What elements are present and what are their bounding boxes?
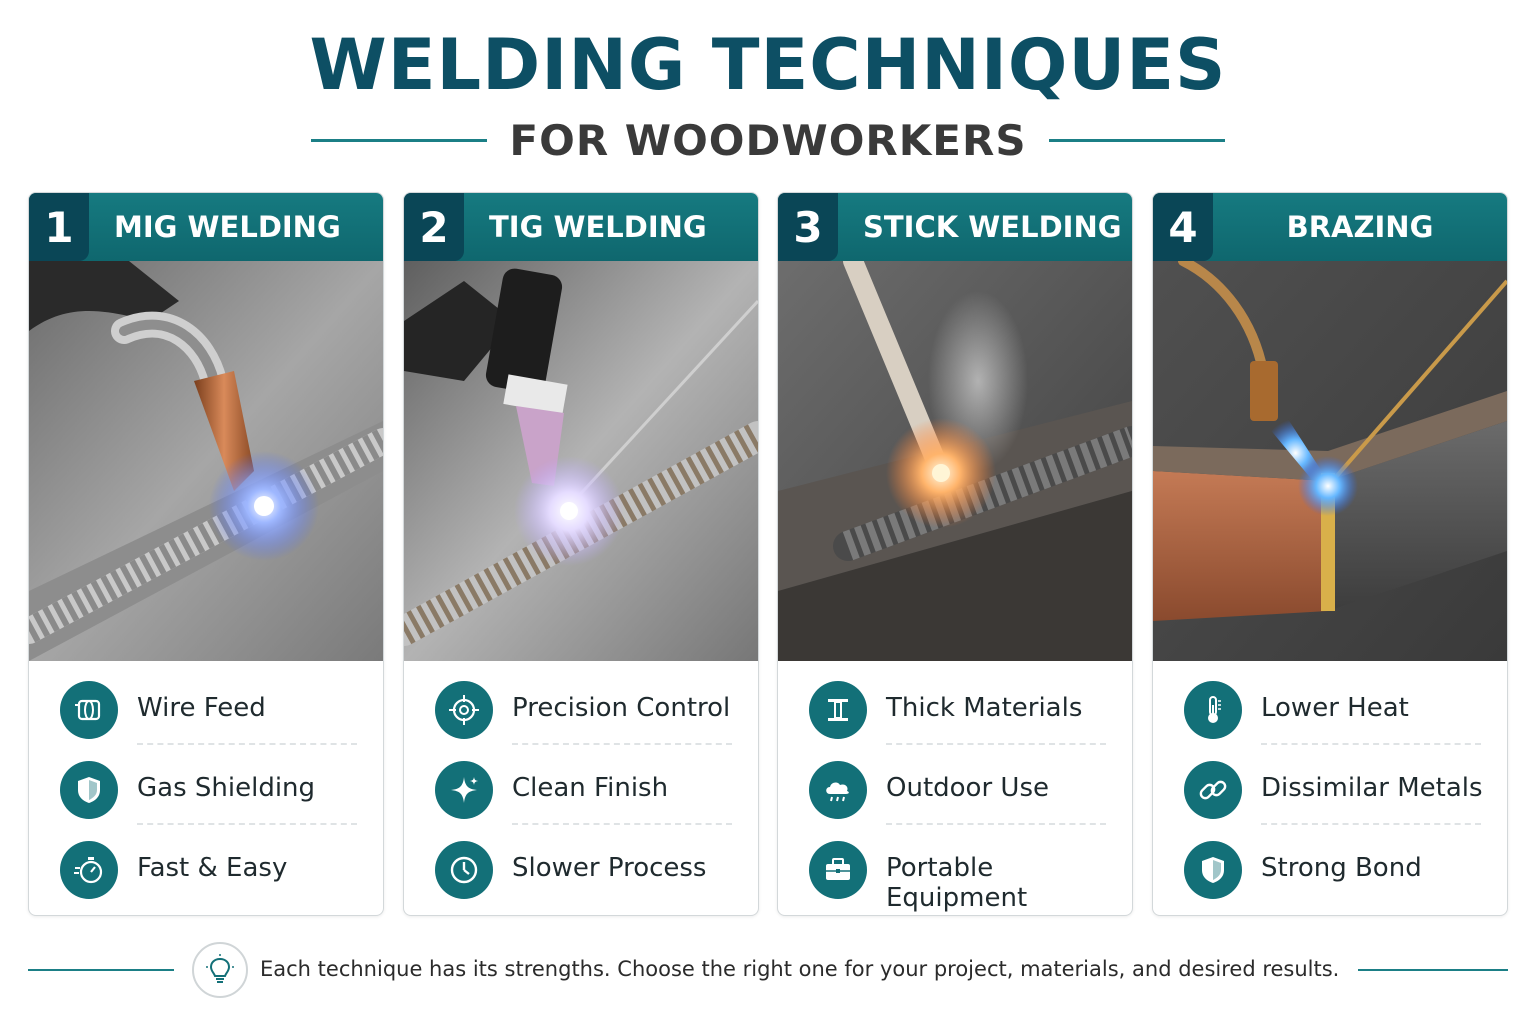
card-title: STICK WELDING bbox=[863, 210, 1122, 244]
feature-item: Thick Materials bbox=[778, 665, 1132, 745]
feature-label: Fast & Easy bbox=[137, 853, 288, 883]
feature-label: Clean Finish bbox=[512, 773, 669, 803]
tig-welding-photo bbox=[404, 261, 758, 661]
feature-item: Gas Shielding bbox=[29, 745, 383, 825]
technique-cards: 1 MIG WELDING bbox=[28, 192, 1508, 916]
feature-list: Thick Materials Outdoor Use Portable Equ… bbox=[778, 665, 1132, 913]
feature-label: Slower Process bbox=[512, 853, 707, 883]
feature-divider bbox=[137, 823, 357, 825]
rain-cloud-icon bbox=[809, 761, 867, 819]
clock-icon bbox=[435, 841, 493, 899]
card-number: 1 bbox=[29, 193, 89, 261]
subtitle-rule-left bbox=[311, 138, 488, 142]
feature-divider bbox=[1261, 743, 1481, 745]
i-beam-icon bbox=[809, 681, 867, 739]
feature-item: Lower Heat bbox=[1153, 665, 1507, 745]
card-header: 1 MIG WELDING bbox=[29, 193, 383, 261]
chain-link-icon bbox=[1184, 761, 1242, 819]
feature-list: Precision Control Clean Finish Slower Pr… bbox=[404, 665, 758, 905]
technique-card-brazing: 4 BRAZING bbox=[1152, 192, 1508, 916]
feature-divider bbox=[512, 743, 732, 745]
feature-label: Wire Feed bbox=[137, 693, 266, 723]
technique-card-tig: 2 TIG WELDING bbox=[403, 192, 759, 916]
wire-spool-icon bbox=[60, 681, 118, 739]
stick-welding-photo bbox=[778, 261, 1132, 661]
card-number: 4 bbox=[1153, 193, 1213, 261]
feature-item: Dissimilar Metals bbox=[1153, 745, 1507, 825]
brazing-photo bbox=[1153, 261, 1507, 661]
feature-label: Gas Shielding bbox=[137, 773, 316, 803]
feature-label: Lower Heat bbox=[1261, 693, 1409, 723]
feature-list: Wire Feed Gas Shielding Fast & Easy bbox=[29, 665, 383, 905]
card-title: TIG WELDING bbox=[489, 210, 707, 244]
lightbulb-icon bbox=[192, 942, 248, 998]
feature-item: Fast & Easy bbox=[29, 825, 383, 905]
feature-item: Precision Control bbox=[404, 665, 758, 745]
card-number: 3 bbox=[778, 193, 838, 261]
feature-label: Portable Equipment bbox=[886, 853, 1028, 913]
feature-divider bbox=[886, 743, 1106, 745]
feature-label: Strong Bond bbox=[1261, 853, 1422, 883]
thermometer-icon bbox=[1184, 681, 1242, 739]
stopwatch-icon bbox=[60, 841, 118, 899]
feature-divider bbox=[886, 823, 1106, 825]
feature-item: Slower Process bbox=[404, 825, 758, 905]
footer-text: Each technique has its strengths. Choose… bbox=[260, 957, 1340, 981]
technique-card-mig: 1 MIG WELDING bbox=[28, 192, 384, 916]
card-header: 3 STICK WELDING bbox=[778, 193, 1132, 261]
feature-item: Clean Finish bbox=[404, 745, 758, 825]
feature-label: Outdoor Use bbox=[886, 773, 1049, 803]
mig-welding-photo bbox=[29, 261, 383, 661]
shield-icon bbox=[60, 761, 118, 819]
card-header: 2 TIG WELDING bbox=[404, 193, 758, 261]
technique-card-stick: 3 STICK WELDING bbox=[777, 192, 1133, 916]
feature-label: Dissimilar Metals bbox=[1261, 773, 1483, 803]
card-header: 4 BRAZING bbox=[1153, 193, 1507, 261]
card-title: MIG WELDING bbox=[114, 210, 341, 244]
feature-item: Wire Feed bbox=[29, 665, 383, 745]
feature-divider bbox=[512, 823, 732, 825]
feature-item: Strong Bond bbox=[1153, 825, 1507, 905]
card-title: BRAZING bbox=[1286, 210, 1434, 244]
feature-label: Thick Materials bbox=[886, 693, 1083, 723]
toolbox-icon bbox=[809, 841, 867, 899]
feature-list: Lower Heat Dissimilar Metals Strong Bond bbox=[1153, 665, 1507, 905]
feature-divider bbox=[1261, 823, 1481, 825]
sparkle-icon bbox=[435, 761, 493, 819]
feature-item: Portable Equipment bbox=[778, 825, 1132, 913]
subtitle-rule-right bbox=[1048, 138, 1225, 142]
page-title: WELDING TECHNIQUES bbox=[309, 24, 1227, 106]
feature-divider bbox=[137, 743, 357, 745]
page-subtitle: FOR WOODWORKERS bbox=[509, 115, 1027, 165]
feature-label: Precision Control bbox=[512, 693, 731, 723]
footer: Each technique has its strengths. Choose… bbox=[28, 942, 1508, 998]
shield-icon bbox=[1184, 841, 1242, 899]
footer-rule-right bbox=[1358, 969, 1508, 971]
crosshair-icon bbox=[435, 681, 493, 739]
card-number: 2 bbox=[404, 193, 464, 261]
feature-item: Outdoor Use bbox=[778, 745, 1132, 825]
footer-rule-left bbox=[28, 969, 174, 971]
subtitle-row: FOR WOODWORKERS bbox=[0, 112, 1536, 168]
